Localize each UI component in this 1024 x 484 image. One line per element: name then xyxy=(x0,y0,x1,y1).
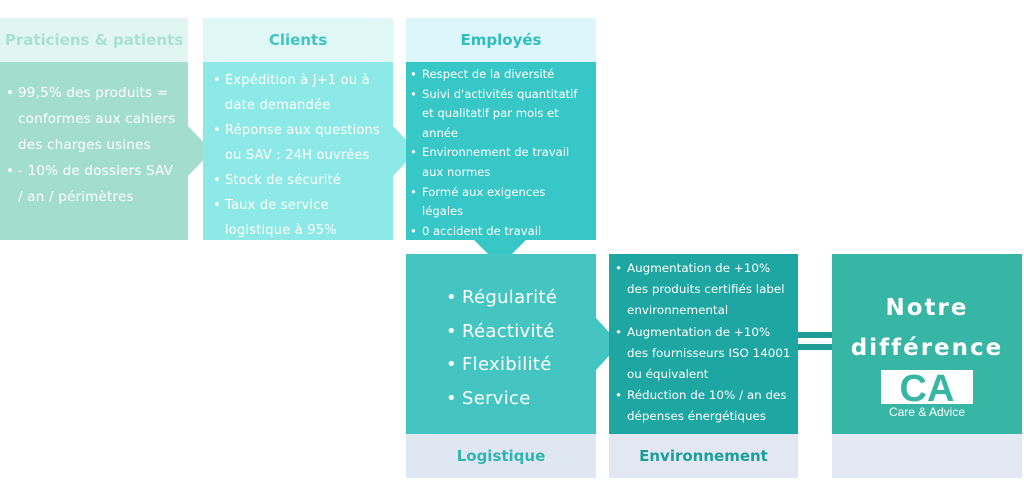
header-clients: Clients xyxy=(203,18,393,62)
notre-difference-title: Notre différence xyxy=(832,288,1022,368)
list-item: Flexibilité xyxy=(446,348,596,382)
list-item: Augmentation de +10% des fournisseurs IS… xyxy=(615,322,794,386)
logo-text: CA xyxy=(900,370,955,410)
list-item: Service xyxy=(446,382,596,416)
list-item: Réponse aux questions ou SAV : 24H ouvré… xyxy=(213,118,385,168)
connector-bar-top xyxy=(798,332,832,338)
ca-logo-icon: CA xyxy=(881,370,973,410)
title-line-1: Notre xyxy=(885,295,969,321)
box-notre-difference: Notre différence CA Care & Advice xyxy=(832,254,1022,434)
footer-notre-difference xyxy=(832,434,1022,478)
header-praticiens-patients: Praticiens & patients xyxy=(0,18,188,62)
box-employes: Respect de la diversité Suivi d'activité… xyxy=(406,62,596,241)
list-item: Expédition à J+1 ou à date demandée xyxy=(213,68,385,118)
header-employes: Employés xyxy=(406,18,596,62)
footer-environnement: Environnement xyxy=(609,434,798,478)
logo-caption: Care & Advice xyxy=(888,405,966,419)
footer-logistique: Logistique xyxy=(406,434,596,478)
list-environnement: Augmentation de +10% des produits certif… xyxy=(615,258,794,428)
list-item: Augmentation de +10% des produits certif… xyxy=(615,258,794,322)
list-item: Réduction de 10% / an des dépenses énerg… xyxy=(615,385,794,427)
list-employes: Respect de la diversité Suivi d'activité… xyxy=(410,65,590,241)
list-item: Formé aux exigences légales xyxy=(410,183,590,222)
list-praticiens: 99,5% des produits = conformes aux cahie… xyxy=(6,80,180,210)
list-item: Taux de service logistique à 95% xyxy=(213,193,385,243)
list-item: - 10% de dossiers SAV / an / périmètres xyxy=(6,158,180,210)
list-item: 99,5% des produits = conformes aux cahie… xyxy=(6,80,180,158)
box-praticiens-patients: 99,5% des produits = conformes aux cahie… xyxy=(0,62,188,240)
list-item: 0 accident de travail xyxy=(410,222,590,242)
list-item: Régularité xyxy=(446,281,596,315)
connector-bar-bottom xyxy=(798,344,832,350)
list-clients: Expédition à J+1 ou à date demandée Répo… xyxy=(213,68,385,243)
list-item: Suivi d'activités quantitatif et qualita… xyxy=(410,85,590,144)
box-logistique: Régularité Réactivité Flexibilité Servic… xyxy=(406,254,596,434)
list-item: Réactivité xyxy=(446,315,596,349)
list-item: Environnement de travail aux normes xyxy=(410,143,590,182)
list-logistique: Régularité Réactivité Flexibilité Servic… xyxy=(446,281,596,415)
list-item: Stock de sécurité xyxy=(213,168,385,193)
box-clients: Expédition à J+1 ou à date demandée Répo… xyxy=(203,62,393,240)
title-line-2: différence xyxy=(850,335,1004,361)
list-item: Respect de la diversité xyxy=(410,65,590,85)
box-environnement: Augmentation de +10% des produits certif… xyxy=(609,254,798,434)
